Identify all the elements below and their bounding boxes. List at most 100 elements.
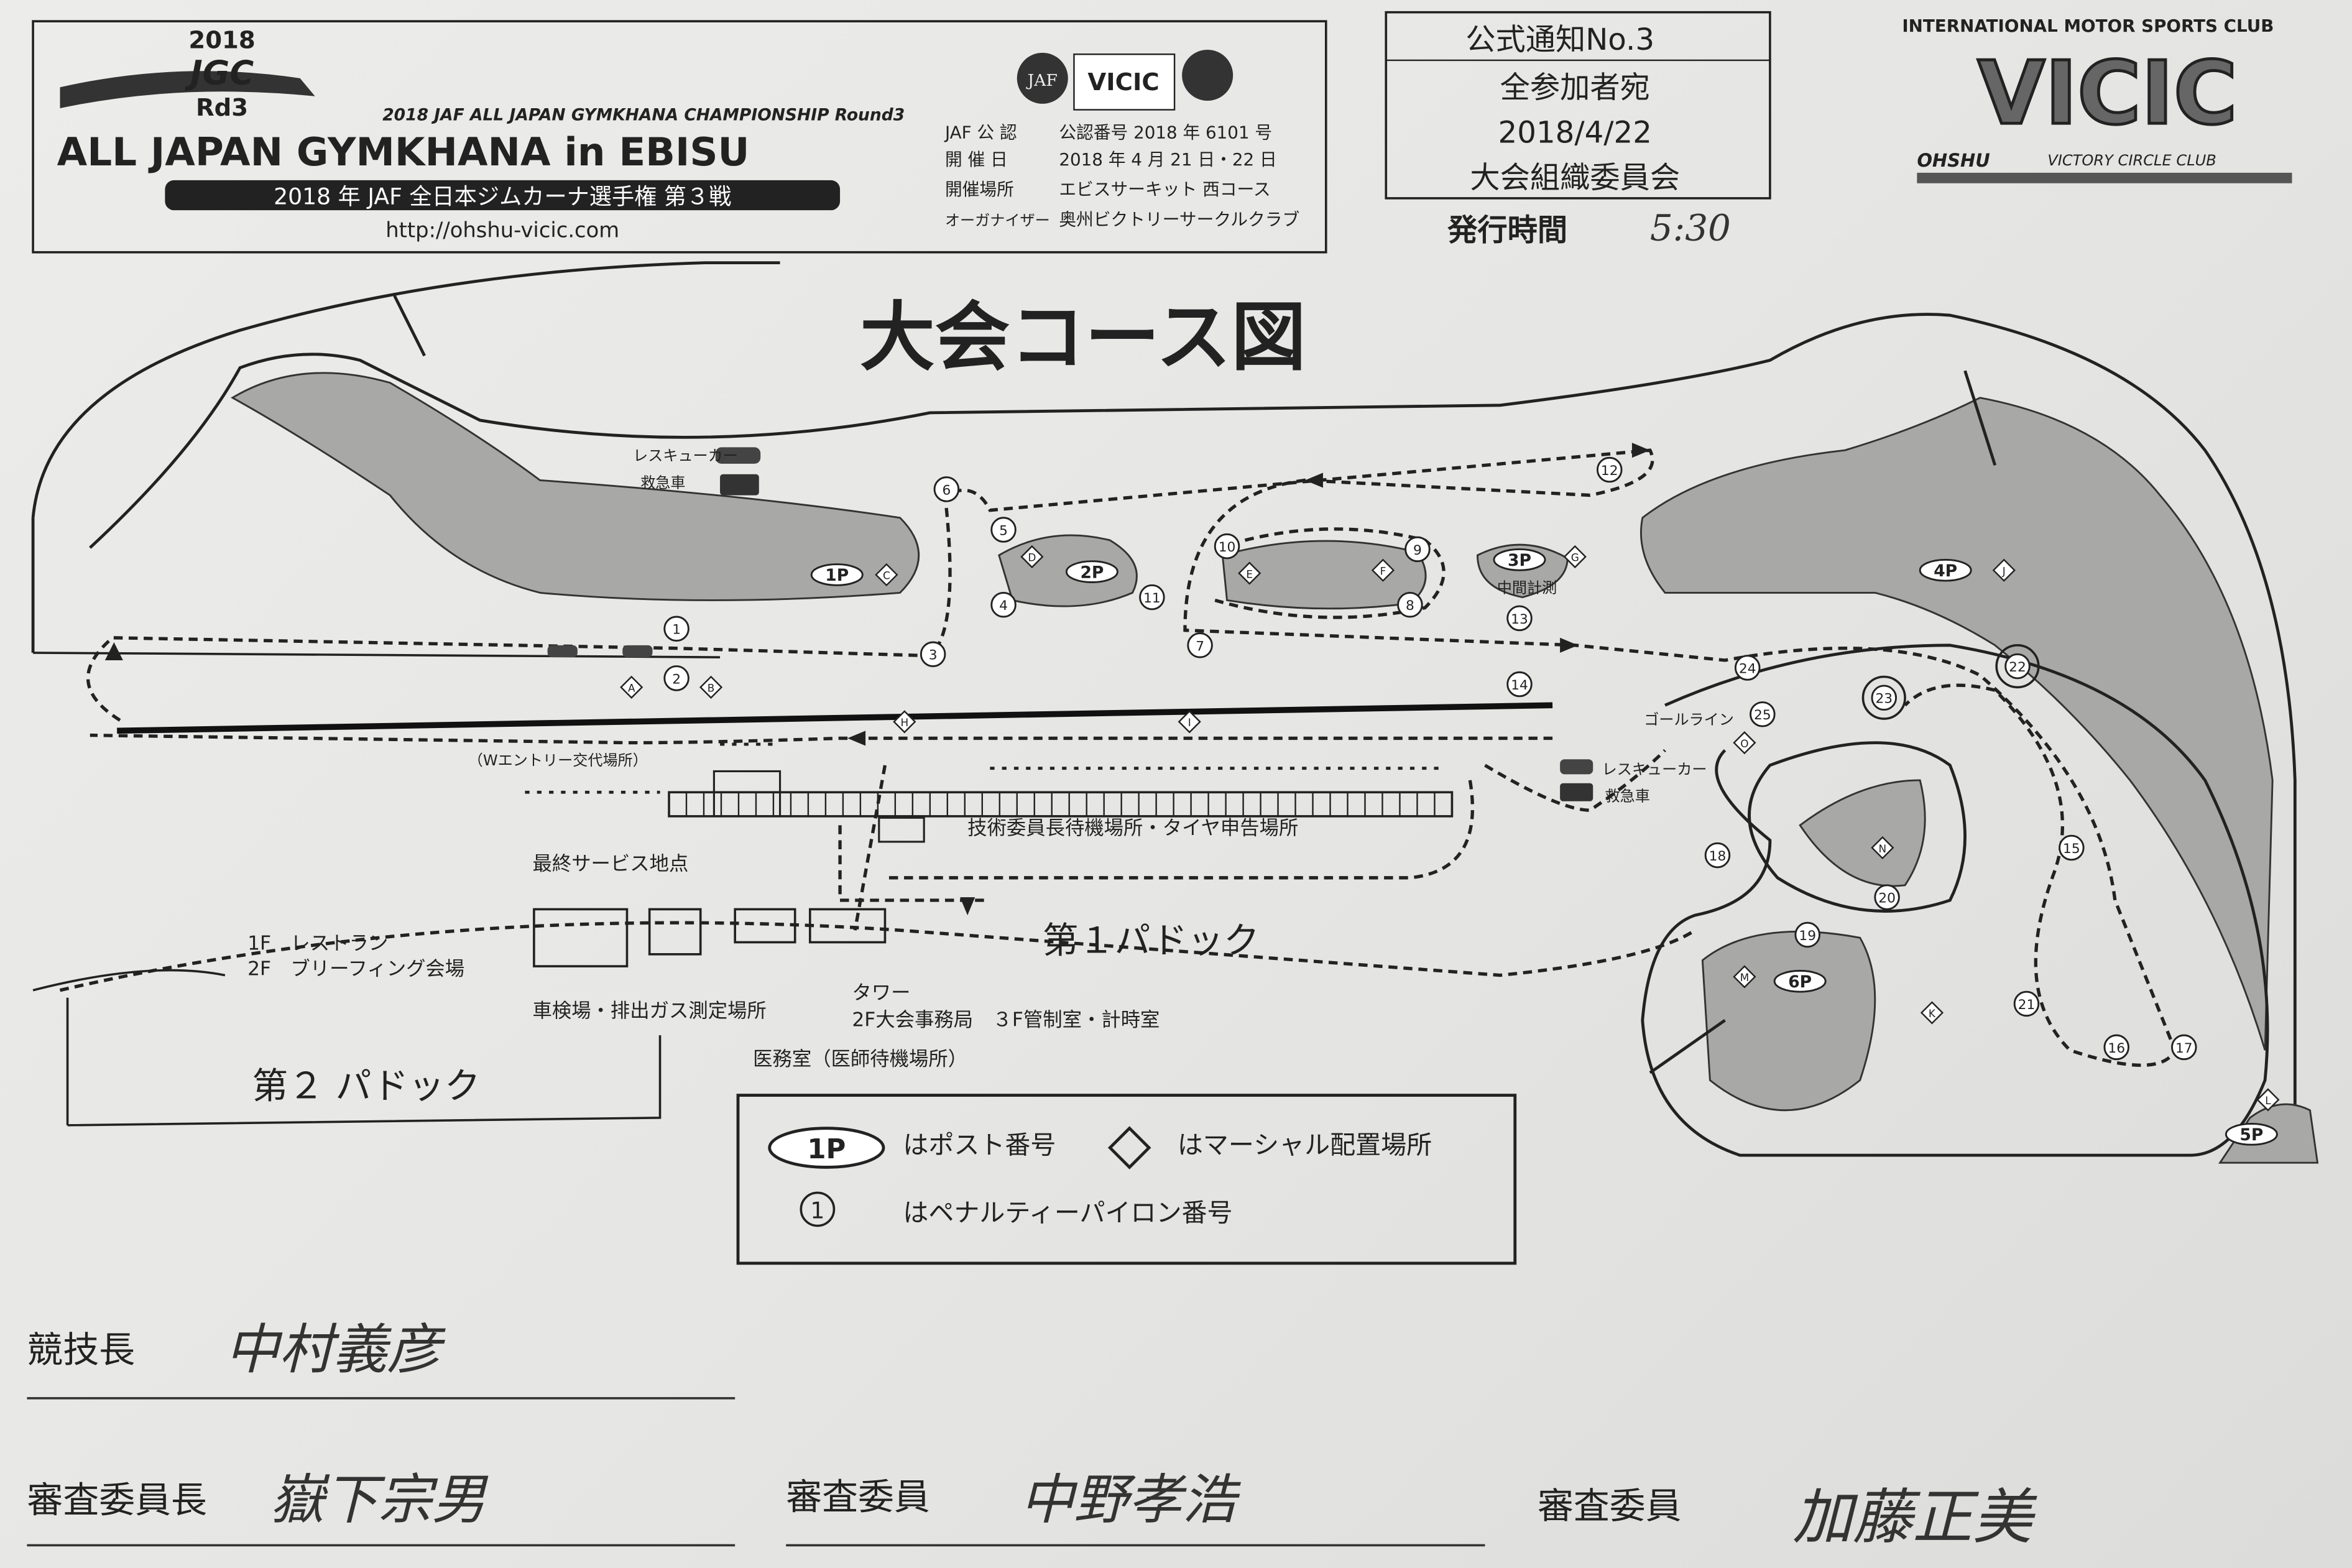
pylon-label: 19 xyxy=(1799,928,1816,944)
label-rescue-car-2: レスキューカー xyxy=(1602,760,1707,778)
label-rescue-car-1: レスキューカー xyxy=(633,447,738,464)
post-label: 6P xyxy=(1788,972,1812,992)
vicic-badge: VICIC xyxy=(1073,53,1176,111)
marshal-label: N xyxy=(1879,842,1887,855)
marshal-B-diamond-icon: B xyxy=(699,675,723,699)
marshal-G-diamond-icon: G xyxy=(1563,545,1587,569)
marshal-J-diamond-icon: J xyxy=(1992,558,2016,582)
legend-post-text: はポスト番号 xyxy=(903,1130,1056,1160)
sig-role-head-steward: 審査委員長 xyxy=(27,1478,206,1521)
pylon-23: 23 xyxy=(1861,675,1906,720)
notice-number: 公式通知No.3 xyxy=(1465,22,1654,57)
logo-jgc: JGC xyxy=(185,54,254,93)
marshal-label: L xyxy=(2265,1094,2271,1107)
round-seal xyxy=(1182,50,1234,101)
pylon-8: 8 xyxy=(1397,591,1423,618)
marshal-O-diamond-icon: O xyxy=(1733,731,1756,755)
pylon-2: 2 xyxy=(663,665,689,691)
sig-name-steward-2: 加藤正美 xyxy=(1792,1482,2037,1552)
marshal-I-diamond-icon: I xyxy=(1178,710,1201,734)
label-mid-timing: 中間計測 xyxy=(1497,579,1557,596)
post-label: 5P xyxy=(2239,1125,2263,1145)
svg-text:VICIC: VICIC xyxy=(1978,43,2238,144)
svg-text:VICTORY CIRCLE CLUB: VICTORY CIRCLE CLUB xyxy=(2047,152,2216,169)
logo-round: Rd3 xyxy=(196,94,248,122)
label-tech-wait: 技術委員長待機場所・タイヤ申告場所 xyxy=(967,817,1298,839)
info-label-approval: JAF 公 認 xyxy=(944,122,1017,142)
label-inspection: 車検場・排出ガス測定場所 xyxy=(532,1000,766,1022)
pylon-label: 17 xyxy=(2175,1041,2193,1056)
info-label-organizer: オーガナイザー xyxy=(945,211,1050,229)
jgc-logo: 2018 JGC Rd3 xyxy=(60,27,315,122)
marshal-label: J xyxy=(2002,565,2006,577)
sig-role-steward-2: 審査委員 xyxy=(1538,1485,1682,1527)
pylon-24: 24 xyxy=(1734,655,1761,681)
event-title: ALL JAPAN GYMKHANA in EBISU xyxy=(57,129,750,175)
pylon-label: 1 xyxy=(672,622,681,638)
pylon-label: 21 xyxy=(2018,997,2036,1013)
marshal-label: M xyxy=(1740,971,1750,984)
notice-date: 2018/4/22 xyxy=(1498,116,1652,150)
label-restaurant: 1F レストラン xyxy=(247,933,388,955)
pylon-6: 6 xyxy=(933,476,960,502)
marshal-N-diamond-icon: N xyxy=(1871,836,1894,860)
pylon-label: 5 xyxy=(999,523,1008,539)
marshal-F-diamond-icon: F xyxy=(1371,558,1395,582)
marshal-A-diamond-icon: A xyxy=(620,675,643,699)
pylon-label: 14 xyxy=(1511,678,1528,693)
post-6P: 6P xyxy=(1773,969,1827,993)
pylon-label: 10 xyxy=(1219,540,1236,555)
championship-en: 2018 JAF ALL JAPAN GYMKHANA CHAMPIONSHIP… xyxy=(382,105,905,124)
notice-recipient: 全参加者宛 xyxy=(1500,70,1650,105)
legend-pylon-text: はペナルティーパイロン番号 xyxy=(903,1197,1232,1227)
info-value-venue: エビスサーキット 西コース xyxy=(1059,179,1270,200)
info-value-date: 2018 年 4 月 21 日・22 日 xyxy=(1059,149,1276,170)
pylon-13: 13 xyxy=(1506,605,1533,632)
marshal-label: A xyxy=(628,682,635,694)
marshal-label: O xyxy=(1740,737,1748,750)
pylon-16: 16 xyxy=(2103,1034,2129,1061)
pylon-15: 15 xyxy=(2059,834,2085,861)
post-label: 1P xyxy=(825,566,849,585)
svg-text:VICIC: VICIC xyxy=(1087,68,1159,96)
label-ambulance-1: 救急車 xyxy=(640,474,685,492)
logo-year: 2018 xyxy=(188,27,255,55)
event-url[interactable]: http://ohshu-vicic.com xyxy=(385,218,619,242)
svg-text:INTERNATIONAL MOTOR SPORTS CLU: INTERNATIONAL MOTOR SPORTS CLUB xyxy=(1902,16,2274,36)
event-title-ja: 2018 年 JAF 全日本ジムカーナ選手権 第３戦 xyxy=(274,183,731,210)
label-w-entry-change: （Wエントリー交代場所） xyxy=(468,752,648,769)
label-paddock-1: 第１パドック xyxy=(1043,919,1260,961)
label-paddock-2: 第２ パドック xyxy=(252,1064,480,1107)
pylon-label: 20 xyxy=(1878,891,1896,906)
pylon-label: 15 xyxy=(2063,841,2080,857)
marshal-label: G xyxy=(1571,551,1579,564)
pylon-label: 25 xyxy=(1754,708,1771,723)
marshal-label: C xyxy=(883,570,890,582)
pylon-label: 3 xyxy=(929,648,938,663)
info-label-date: 開 催 日 xyxy=(945,149,1008,170)
event-header: 2018 JGC Rd3 2018 JAF ALL JAPAN GYMKHANA… xyxy=(32,20,1327,254)
post-label: 3P xyxy=(1508,551,1531,570)
post-label: 4P xyxy=(1934,561,1957,581)
pylon-1: 1 xyxy=(663,616,689,642)
sig-name-head-steward: 嶽下宗男 xyxy=(270,1469,489,1531)
map-title: 大会コース図 xyxy=(860,294,1306,381)
pylon-label: 24 xyxy=(1739,661,1756,676)
jaf-seal: JAF xyxy=(1017,52,1068,104)
pylon-22: 22 xyxy=(1995,644,2040,689)
sig-role-steward-1: 審査委員 xyxy=(786,1476,930,1518)
pylon-12: 12 xyxy=(1597,456,1623,483)
post-2P: 2P xyxy=(1065,560,1118,583)
pylon-label: 9 xyxy=(1413,543,1422,558)
marshal-label: B xyxy=(708,682,715,694)
pylon-label: 6 xyxy=(942,482,951,498)
post-label: 2P xyxy=(1080,563,1104,582)
car-icons xyxy=(547,447,1593,801)
info-label-venue: 開催場所 xyxy=(945,179,1014,200)
legend-marshal-diamond-icon xyxy=(1107,1126,1151,1169)
pylon-19: 19 xyxy=(1794,921,1820,948)
pylon-9: 9 xyxy=(1404,536,1431,563)
notice-issuer: 大会組織委員会 xyxy=(1470,160,1680,195)
label-medical: 医務室（医師待機場所） xyxy=(753,1048,967,1070)
pylon-label: 2 xyxy=(672,671,681,687)
